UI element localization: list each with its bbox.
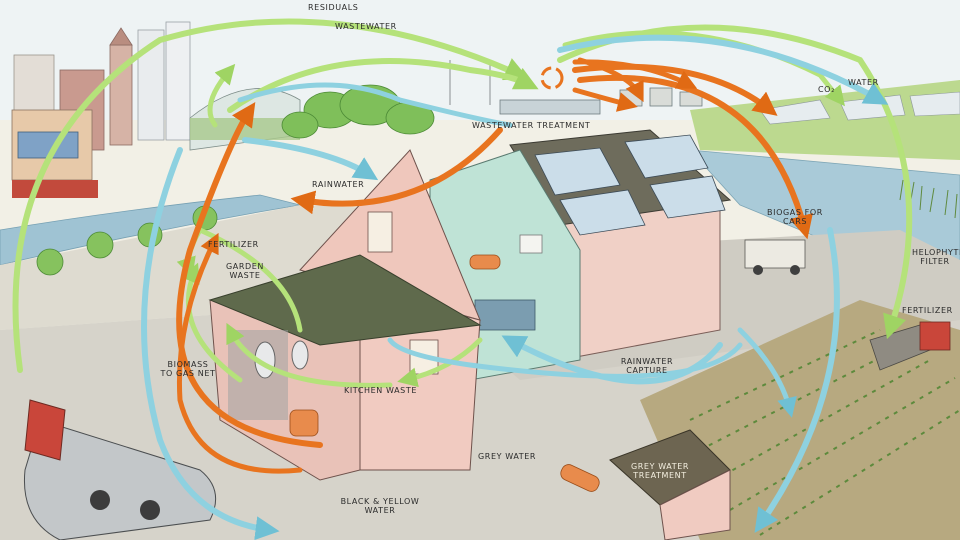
label-grey-water: GREY WATER xyxy=(478,452,537,461)
crop-rows xyxy=(689,329,960,536)
label-co2: CO₂ xyxy=(818,85,835,94)
label-fertilizer-right: FERTILIZER xyxy=(902,306,953,315)
house-cutaway xyxy=(208,149,482,481)
tanker-truck xyxy=(23,399,217,540)
label-rainwater: RAINWATER xyxy=(312,180,365,189)
label-kitchen-waste: KITCHEN WASTE xyxy=(344,386,417,395)
label-helophyte-filter: HELOPHYTE FILTER xyxy=(912,248,960,267)
label-residuals: RESIDUALS xyxy=(308,3,359,12)
label-garden-waste: GARDEN WASTE xyxy=(225,262,265,281)
label-biomass-to-gas-net: BIOMASS TO GAS NET xyxy=(160,360,216,379)
city-skyline xyxy=(11,21,191,198)
label-fertilizer-left: FERTILIZER xyxy=(208,240,259,249)
reeds xyxy=(899,179,958,219)
label-black-yellow-water: BLACK & YELLOW WATER xyxy=(340,497,420,516)
label-wastewater: WASTEWATER xyxy=(335,22,397,31)
heat-pipes xyxy=(289,254,600,492)
grey-water-shed xyxy=(609,429,731,540)
label-grey-water-treatment: GREY WATER TREATMENT xyxy=(630,462,690,481)
label-wastewater-treatment: WASTEWATER TREATMENT xyxy=(472,121,591,130)
flow-arrows xyxy=(12,18,913,540)
label-rainwater-capture: RAINWATER CAPTURE xyxy=(620,357,674,376)
label-water: WATER xyxy=(848,78,879,87)
biogas-van xyxy=(744,239,806,275)
recycle-icon xyxy=(540,66,564,90)
label-biogas-for-cars: BIOGAS FOR CARS xyxy=(767,208,823,227)
